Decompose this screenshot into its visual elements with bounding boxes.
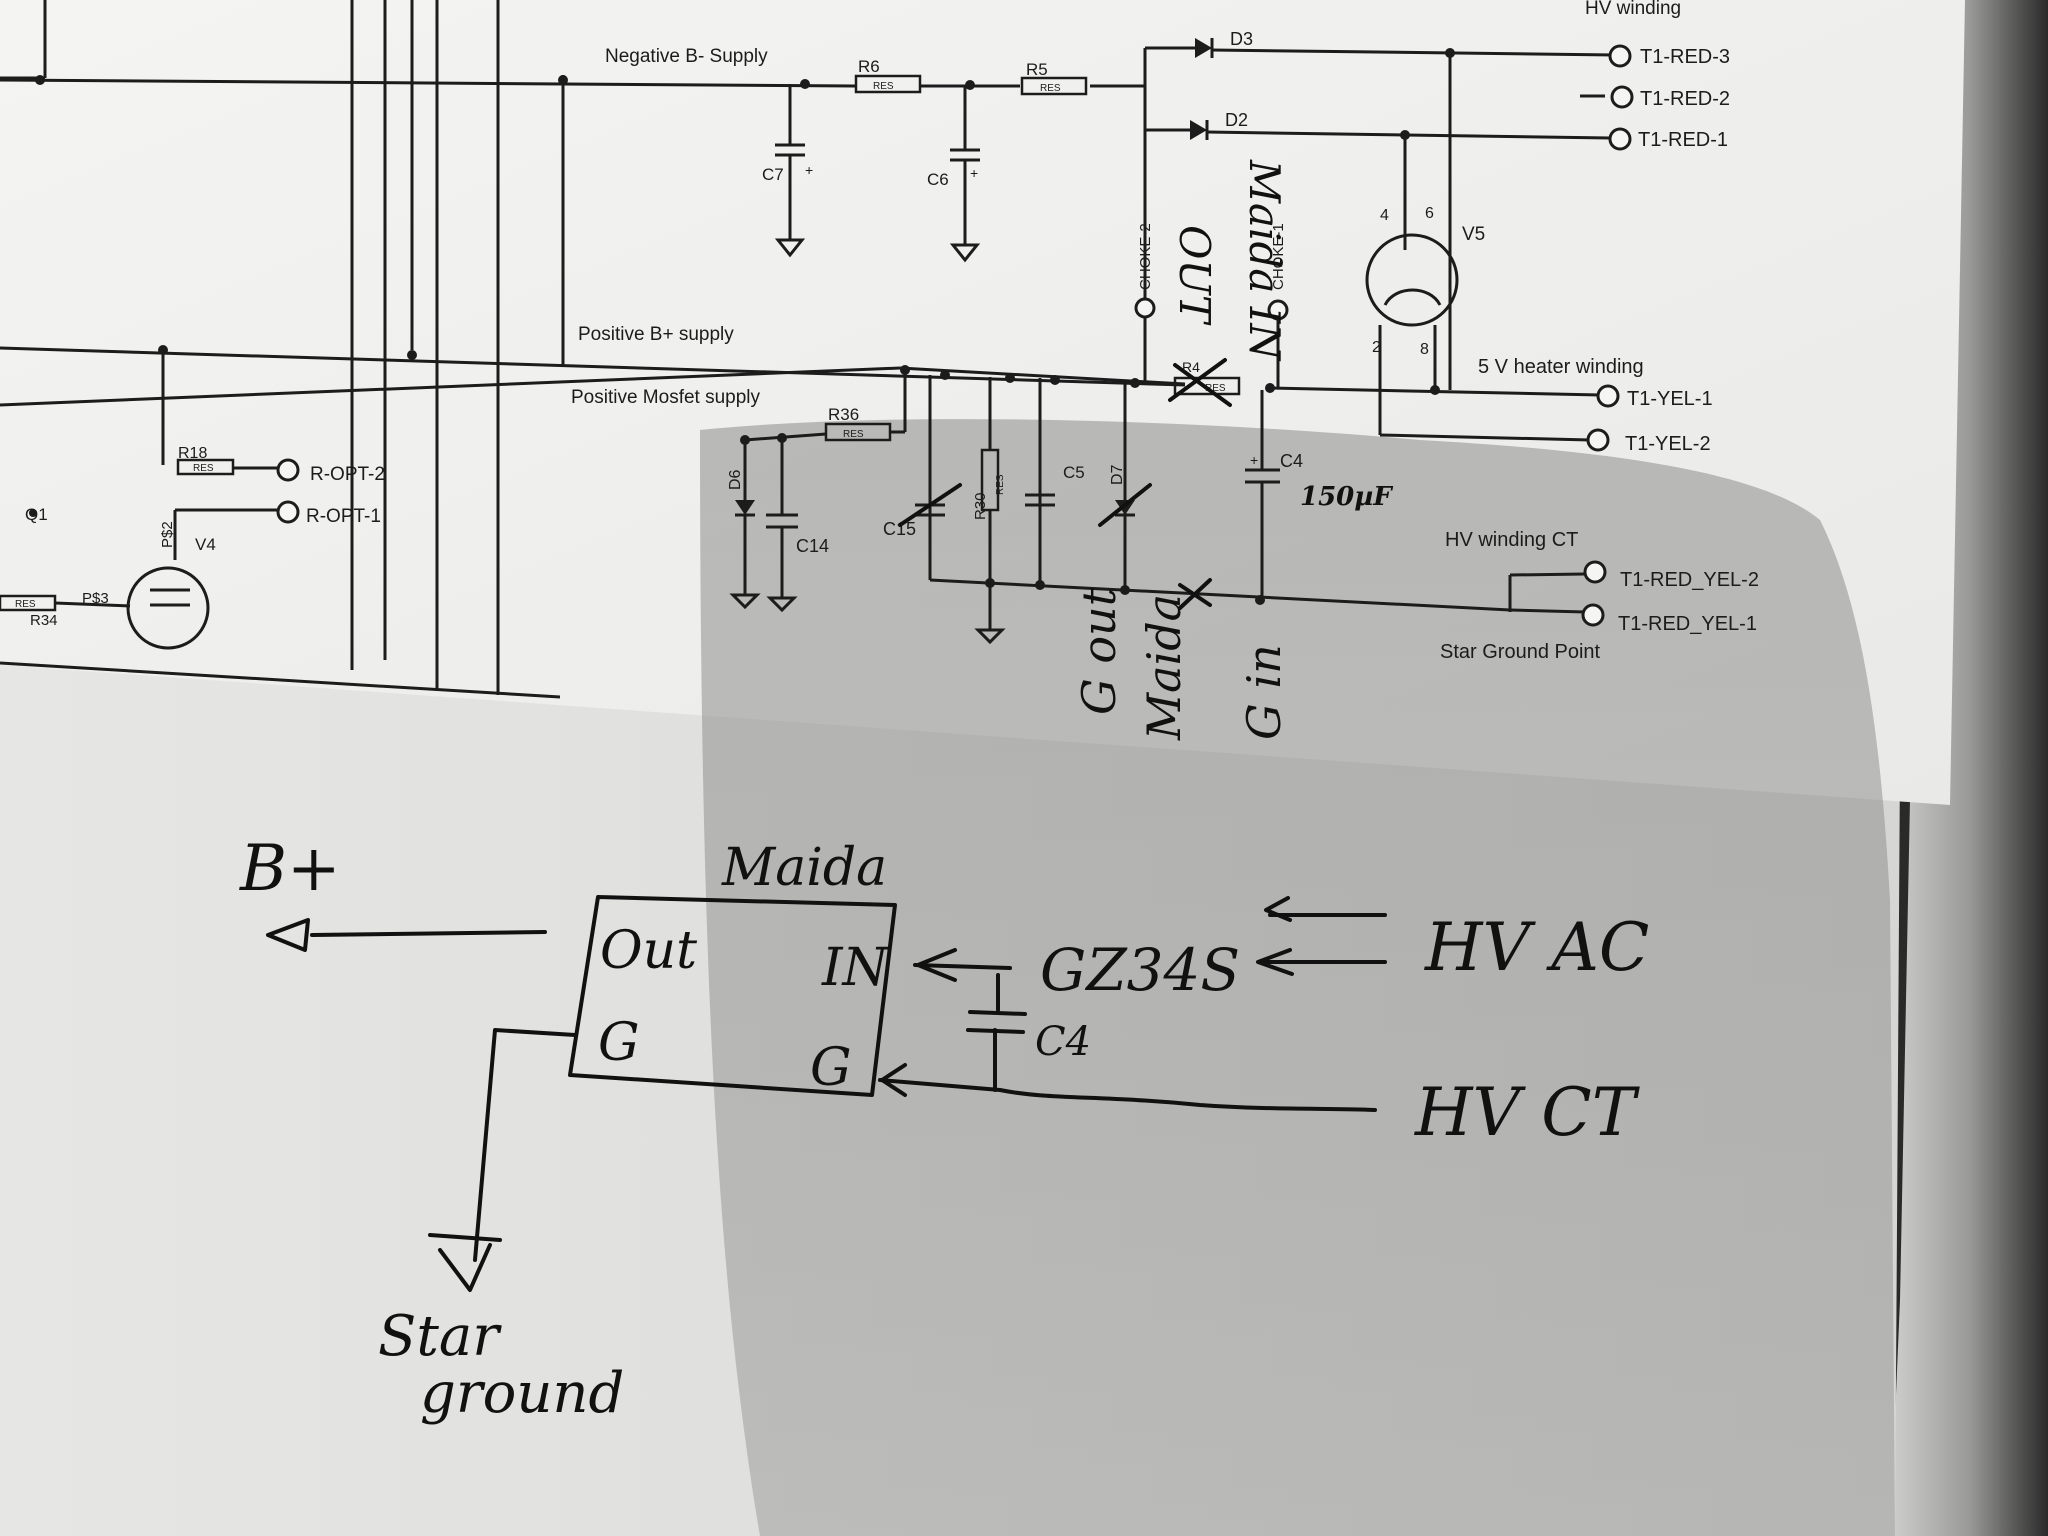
ref-d3: D3 [1230,29,1253,49]
handwritten-sketch [266,895,1387,1292]
terminal-r-opt-2: R-OPT-2 [310,464,385,485]
ref-choke-1: CHOKE-1 [1270,223,1287,290]
sketch-in: IN [821,938,890,998]
plus-c6: + [970,165,978,181]
sketch-c4: C4 [1035,1019,1091,1065]
annotation-g-in: G in [1237,644,1291,740]
ref-r30: R30 [972,492,989,520]
ref-c5: C5 [1063,463,1085,482]
plus-c4: + [1250,452,1258,468]
heater-winding-label: 5 V heater winding [1478,356,1644,378]
printed-labels: HV winding Negative B- Supply Positive B… [15,0,1759,663]
terminal-t1-red-yel-1: T1-RED_YEL-1 [1618,613,1757,635]
sketch-out: Out [600,921,697,981]
sketch-bplus: B+ [239,832,341,906]
annotation-maida: Maida [1137,594,1191,741]
pin-6: 6 [1425,205,1434,222]
terminal-r-opt-1: R-OPT-1 [306,506,381,527]
sketch-hv-ac: HV AC [1424,909,1649,986]
sketch-hv-ct: HV CT [1414,1074,1641,1151]
annotation-g-out: G out [1072,587,1126,715]
res-tag-r4: RES [1205,383,1226,394]
pin-4: 4 [1380,207,1389,224]
terminal-t1-red-3: T1-RED-3 [1640,46,1730,68]
sketch-gz34s: GZ34S [1040,936,1240,1004]
res-tag-r30: RES [995,474,1006,495]
hv-ct-label: HV winding CT [1445,529,1578,551]
ref-q1: Q1 [25,505,48,524]
ref-r5: R5 [1026,60,1048,79]
ref-c4: C4 [1280,451,1303,471]
hv-winding-label: HV winding [1585,0,1681,19]
star-ground-point-label: Star Ground Point [1440,641,1601,663]
ref-c14: C14 [796,536,829,556]
hand-shadow [700,419,1895,1536]
terminal-t1-yel-2: T1-YEL-2 [1625,433,1711,455]
pin-8: 8 [1420,341,1429,358]
ref-c6: C6 [927,170,949,189]
annotation-c4-value: 150µF [1300,482,1393,512]
mosfet-supply-label: Positive Mosfet supply [571,387,761,408]
ref-c15: C15 [883,519,916,539]
sketch-star: Star [378,1304,502,1369]
terminal-t1-red-2: T1-RED-2 [1640,88,1730,110]
terminal-t1-yel-1: T1-YEL-1 [1627,388,1713,410]
pin-2: 2 [1372,339,1381,356]
ref-ps2: P$2 [159,521,176,548]
sketch-labels: B+ Maida Out IN G G GZ34S HV AC C4 HV CT… [239,832,1649,1426]
res-tag-r18: RES [193,463,214,474]
ref-r18: R18 [178,445,207,462]
positive-supply-label: Positive B+ supply [578,324,734,345]
sketch-g-left: G [598,1013,640,1073]
ref-ps3: P$3 [82,590,109,607]
terminal-t1-red-1: T1-RED-1 [1638,129,1728,151]
printed-schematic [0,0,1634,699]
res-tag-r6: RES [873,81,894,92]
ref-r34: R34 [30,612,58,629]
sketch-ground: ground [420,1361,624,1426]
sketch-maida-title: Maida [721,838,887,898]
ref-v5: V5 [1462,224,1485,245]
ref-c7: C7 [762,165,784,184]
ref-r36: R36 [828,405,859,424]
plus-c7: + [805,162,813,178]
annotation-out: OUT [1170,225,1219,326]
schematic-annotations: OUT Maida IN 150µF G out Maida G in [898,159,1393,741]
res-tag-r36: RES [843,429,864,440]
ref-v4: V4 [195,535,216,554]
terminal-t1-red-yel-2: T1-RED_YEL-2 [1620,569,1759,591]
ref-r6: R6 [858,57,880,76]
ref-d7: D7 [1109,464,1126,485]
res-tag-r5: RES [1040,83,1061,94]
res-tag-r34: RES [15,599,36,610]
ref-choke-2: CHOKE-2 [1137,223,1154,290]
ref-d2: D2 [1225,110,1248,130]
ref-d6: D6 [727,469,744,490]
negative-supply-label: Negative B- Supply [605,46,768,67]
annotation-maida-in: Maida IN [1240,159,1289,361]
sketch-g-right: G [810,1038,852,1098]
